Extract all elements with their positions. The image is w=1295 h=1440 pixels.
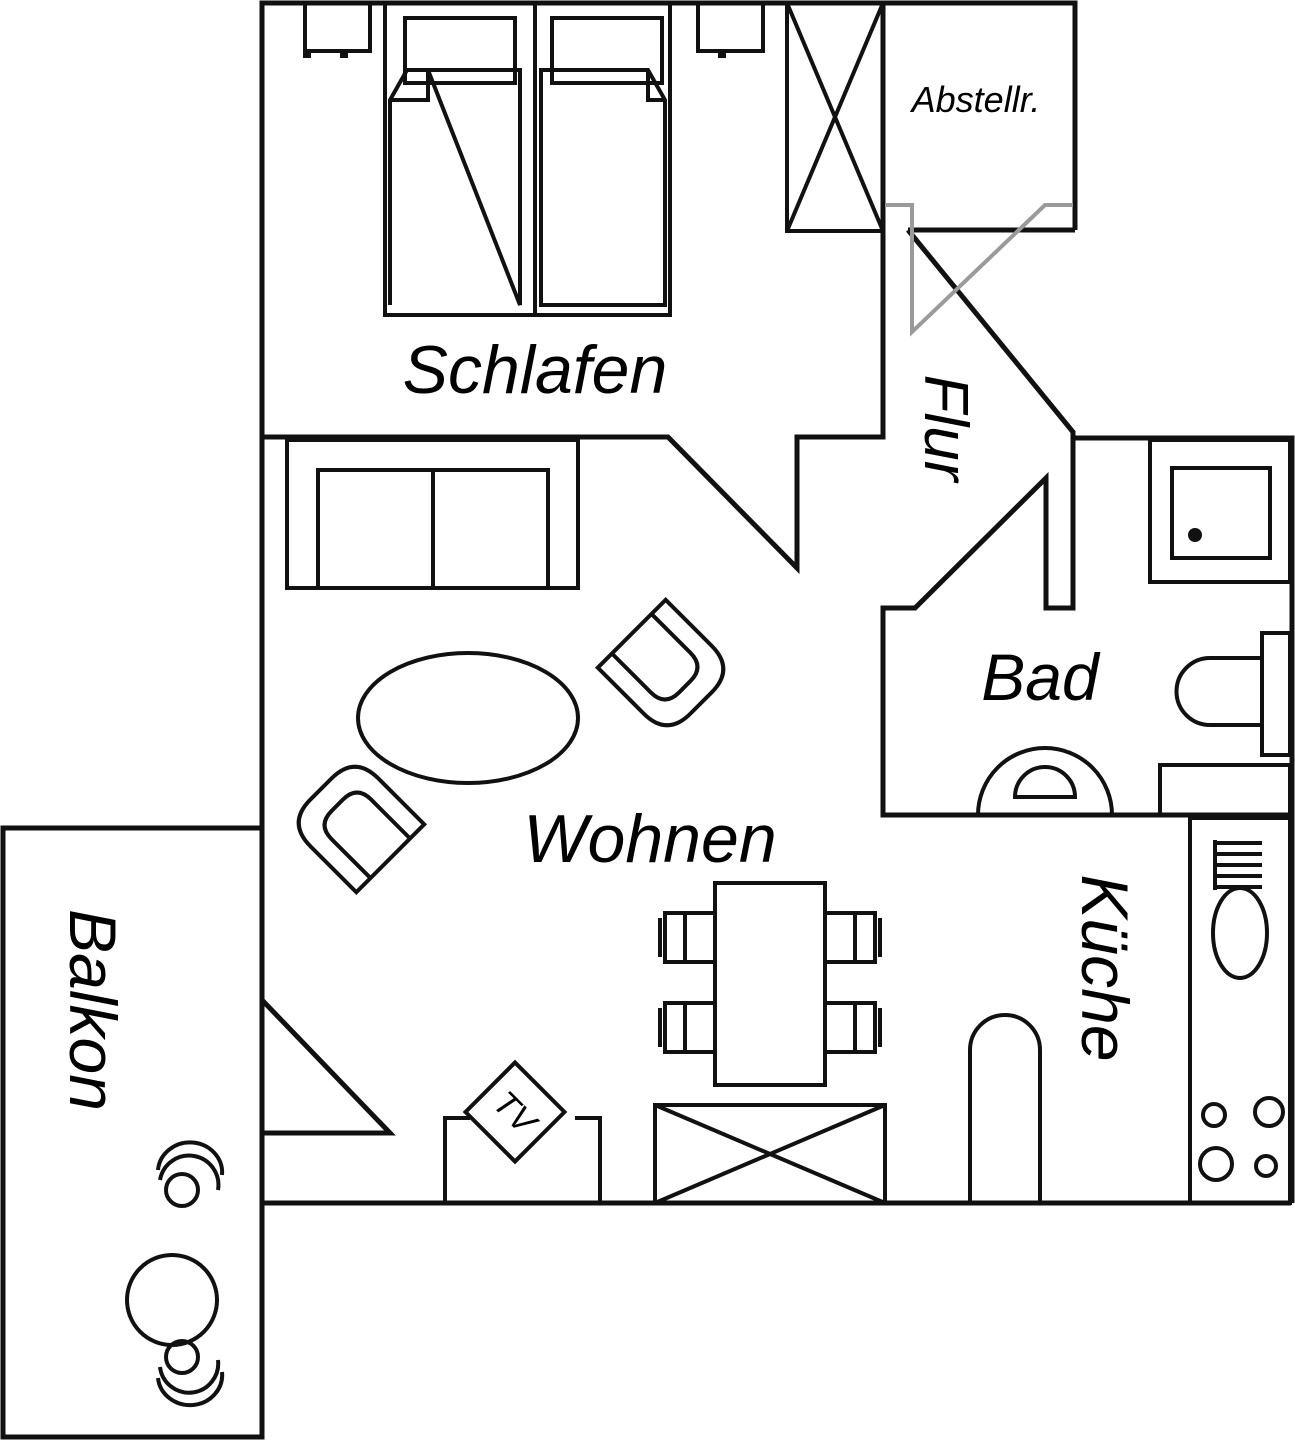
coffee-table (356, 651, 580, 785)
washbasin (976, 746, 1114, 816)
double-bed (383, 1, 672, 317)
room-label-hallway: Flur (911, 375, 980, 484)
tv-label: TV (485, 1084, 545, 1144)
room-label-bathroom: Bad (981, 640, 1101, 714)
living-left-wall (259, 828, 396, 1437)
stove (1198, 1096, 1285, 1182)
kitchen-counter (1188, 816, 1292, 1205)
armchair-bottom (296, 764, 428, 896)
nightstand-left (303, 1, 372, 58)
kitchen-sink (1211, 886, 1269, 980)
tv-cabinet: TV (443, 1059, 602, 1203)
storage-door-swing (885, 203, 1073, 337)
room-label-storage: Abstellr. (910, 79, 1041, 120)
hall-diagonal-wall (880, 228, 1292, 818)
room-label-living: Wohnen (523, 801, 776, 877)
sofa (285, 438, 580, 590)
room-label-bedroom: Schlafen (403, 332, 668, 408)
room-label-balcony: Balkon (56, 909, 130, 1111)
balcony-outline (0, 825, 265, 1440)
washing-machine (1158, 763, 1292, 817)
east-wall (1073, 435, 1295, 1203)
toilet (1174, 631, 1292, 757)
room-label-kitchen: Küche (1068, 874, 1142, 1061)
drainboard (1213, 840, 1262, 890)
wardrobe (785, 1, 885, 233)
nightstand-right (696, 1, 765, 53)
sideboard (653, 1103, 887, 1205)
armchair-top (594, 596, 726, 728)
shower (1148, 438, 1292, 584)
fridge (968, 1013, 1042, 1203)
bedroom-wall (262, 3, 886, 575)
dining-set (658, 881, 882, 1087)
balcony-table-set (125, 1140, 225, 1408)
